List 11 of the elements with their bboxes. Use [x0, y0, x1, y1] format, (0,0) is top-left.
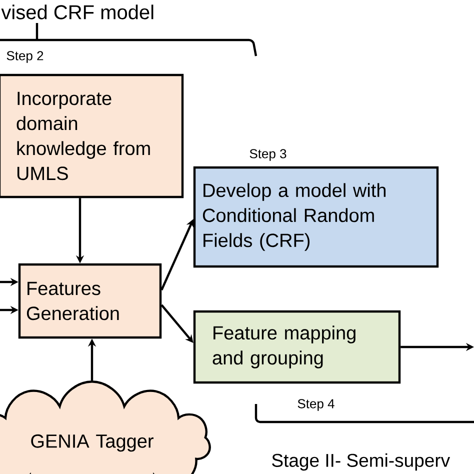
process-box: Features Generation — [18, 263, 162, 339]
source-cloud: GENIA Tagger — [0, 380, 211, 474]
arrow — [160, 304, 194, 343]
stage-heading: Stage II- Semi-superv — [272, 453, 450, 471]
stage-heading: vised CRF model — [1, 4, 154, 20]
process-box: Incorporate domain knowledge from UMLS — [0, 74, 184, 198]
process-box: Develop a model with Conditional Random Fields (CRF) — [193, 166, 439, 268]
process-box: Feature mapping and grouping — [193, 310, 401, 384]
step-label: Step 4 — [298, 399, 334, 411]
step-label: Step 3 — [250, 149, 286, 161]
step-label: Step 2 — [6, 51, 44, 63]
